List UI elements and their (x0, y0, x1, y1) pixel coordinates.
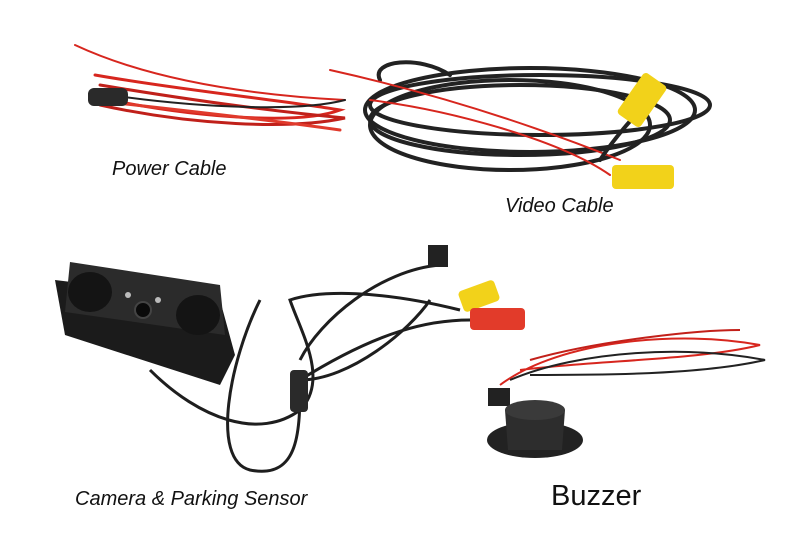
power-cable (74, 44, 346, 132)
yellow-rca-connector (612, 73, 674, 189)
camera-sensor (55, 245, 525, 473)
camera-sensor-label: Camera & Parking Sensor (75, 488, 308, 510)
power-cable-label: Power Cable (112, 158, 227, 180)
video-cable (329, 60, 712, 176)
buzzer-label: Buzzer (551, 480, 642, 512)
buzzer (487, 329, 766, 458)
video-cable-label: Video Cable (505, 195, 614, 217)
